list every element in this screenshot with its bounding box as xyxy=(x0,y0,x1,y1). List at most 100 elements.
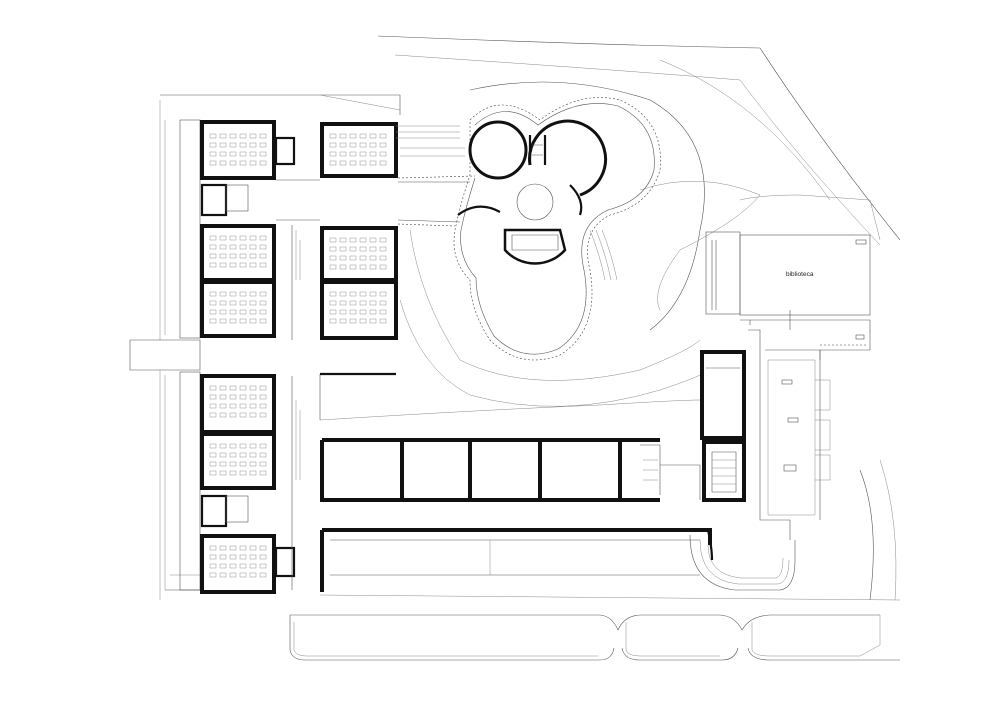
site-lines xyxy=(129,35,901,661)
desk xyxy=(379,151,387,157)
desk xyxy=(329,133,337,139)
desk xyxy=(249,151,257,157)
desk xyxy=(349,291,357,297)
desk xyxy=(379,300,387,306)
desk xyxy=(249,572,257,578)
desk xyxy=(349,160,357,166)
desk xyxy=(249,461,257,467)
desk xyxy=(339,318,347,324)
desk xyxy=(359,133,367,139)
desk xyxy=(209,563,217,569)
desk xyxy=(259,133,267,139)
desk xyxy=(209,412,217,418)
desk xyxy=(249,554,257,560)
small-room-labels xyxy=(781,239,867,472)
desk xyxy=(249,300,257,306)
desk xyxy=(259,142,267,148)
desk xyxy=(239,300,247,306)
desk xyxy=(249,142,257,148)
desk xyxy=(239,151,247,157)
desk xyxy=(209,160,217,166)
desk xyxy=(239,160,247,166)
desk xyxy=(259,452,267,458)
desk xyxy=(369,300,377,306)
desk xyxy=(239,572,247,578)
desk xyxy=(339,255,347,261)
desk xyxy=(349,142,357,148)
desk xyxy=(249,262,257,268)
desk xyxy=(209,151,217,157)
desk xyxy=(219,133,227,139)
desk xyxy=(219,151,227,157)
desk xyxy=(219,291,227,297)
desk xyxy=(229,300,237,306)
desk xyxy=(219,572,227,578)
desk xyxy=(209,443,217,449)
pod-cluster xyxy=(453,97,661,361)
desk xyxy=(369,309,377,315)
desk xyxy=(219,253,227,259)
desk xyxy=(359,151,367,157)
desk xyxy=(219,452,227,458)
desk xyxy=(229,394,237,400)
desk xyxy=(379,133,387,139)
desk xyxy=(239,133,247,139)
desk xyxy=(239,461,247,467)
desk xyxy=(259,394,267,400)
desk xyxy=(209,461,217,467)
desk xyxy=(219,262,227,268)
desk xyxy=(209,403,217,409)
desk xyxy=(259,318,267,324)
desk xyxy=(379,246,387,252)
desk xyxy=(369,151,377,157)
desk xyxy=(329,255,337,261)
desk xyxy=(349,237,357,243)
desk xyxy=(249,244,257,250)
desk xyxy=(259,291,267,297)
desk xyxy=(209,318,217,324)
desk xyxy=(369,264,377,270)
desk xyxy=(229,253,237,259)
desk xyxy=(359,300,367,306)
desk xyxy=(259,235,267,241)
east-wing: biblioteca xyxy=(689,231,871,591)
desk xyxy=(239,394,247,400)
desk xyxy=(229,452,237,458)
desk xyxy=(329,151,337,157)
desk xyxy=(349,246,357,252)
desk xyxy=(249,309,257,315)
desk xyxy=(329,264,337,270)
desk xyxy=(259,545,267,551)
desk xyxy=(379,291,387,297)
desk xyxy=(229,262,237,268)
desk xyxy=(359,255,367,261)
desk xyxy=(339,237,347,243)
desk xyxy=(349,255,357,261)
stair-core xyxy=(700,350,746,502)
desk xyxy=(369,246,377,252)
desk xyxy=(249,160,257,166)
desk xyxy=(219,394,227,400)
desk xyxy=(329,318,337,324)
library-label: biblioteca xyxy=(786,271,814,278)
desk xyxy=(249,394,257,400)
desk xyxy=(249,291,257,297)
desk xyxy=(259,443,267,449)
desk xyxy=(209,142,217,148)
desk xyxy=(219,461,227,467)
desk xyxy=(239,244,247,250)
desk xyxy=(329,142,337,148)
desk xyxy=(379,264,387,270)
desk xyxy=(209,253,217,259)
desk xyxy=(369,291,377,297)
desk xyxy=(349,318,357,324)
south-wing xyxy=(320,438,712,592)
desk xyxy=(349,151,357,157)
desk xyxy=(379,318,387,324)
desk xyxy=(259,309,267,315)
desk xyxy=(259,554,267,560)
desk xyxy=(379,160,387,166)
desk xyxy=(379,237,387,243)
desk xyxy=(359,246,367,252)
